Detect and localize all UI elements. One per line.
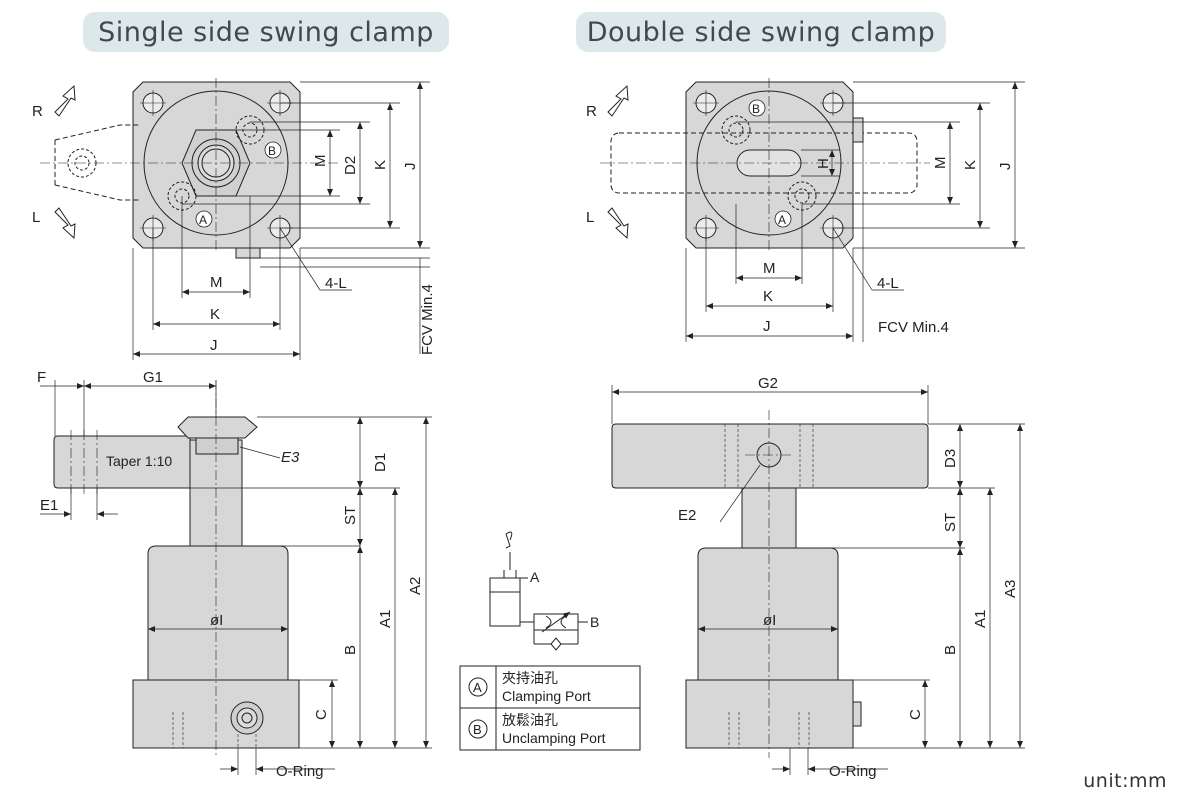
svg-text:M: M [932, 157, 949, 170]
svg-text:4-L: 4-L [877, 275, 899, 292]
svg-text:4-L: 4-L [325, 275, 347, 292]
svg-text:C: C [313, 709, 330, 720]
svg-text:ST: ST [942, 513, 959, 532]
double-port-markers: B A [748, 99, 792, 228]
double-side-view [611, 410, 929, 758]
double-side-labels: G2 E2 øI O-Ring D3 ST A1 A3 B C [678, 375, 1019, 780]
svg-text:A: A [778, 213, 786, 227]
svg-text:K: K [763, 288, 773, 305]
svg-text:D3: D3 [942, 449, 959, 468]
svg-text:øI: øI [763, 612, 776, 629]
hydraulic-circuit [489, 531, 588, 651]
svg-text:O-Ring: O-Ring [276, 763, 324, 780]
svg-text:B: B [752, 102, 760, 116]
svg-text:K: K [372, 160, 389, 170]
svg-text:R: R [586, 103, 597, 120]
svg-text:J: J [210, 337, 218, 354]
svg-text:J: J [402, 163, 419, 171]
double-top-view [600, 78, 930, 252]
svg-text:O-Ring: O-Ring [829, 763, 877, 780]
svg-text:G2: G2 [758, 375, 778, 392]
single-clamp-title: Single side swing clamp [83, 12, 449, 52]
svg-text:E1: E1 [40, 497, 58, 514]
svg-text:FCV Min.4: FCV Min.4 [878, 319, 949, 336]
svg-text:E3: E3 [281, 449, 300, 466]
svg-text:FCV Min.4: FCV Min.4 [419, 284, 436, 355]
svg-text:L: L [32, 209, 40, 226]
legend-unclamp-en: Unclamping Port [502, 730, 606, 746]
svg-text:F: F [37, 369, 46, 386]
svg-text:H: H [815, 158, 832, 169]
svg-text:B: B [942, 645, 959, 655]
svg-text:K: K [210, 306, 220, 323]
single-top-view [40, 78, 340, 259]
svg-text:A1: A1 [972, 610, 989, 628]
single-side-labels: F G1 E1 E3 Taper 1:10 øI O-Ring D1 ST A1… [37, 369, 424, 780]
svg-text:øI: øI [210, 612, 223, 629]
legend-clamp-en: Clamping Port [502, 688, 591, 704]
svg-text:A: A [530, 569, 540, 585]
double-top-labels: R L M K J 4-L FCV Min.4 H M K J [586, 103, 1014, 336]
svg-text:E2: E2 [678, 507, 696, 524]
svg-text:C: C [907, 709, 924, 720]
svg-text:B: B [590, 614, 599, 630]
svg-text:G1: G1 [143, 369, 163, 386]
legend-clamp-symbol: A [473, 680, 482, 695]
legend-unclamp-zh: 放鬆油孔 [502, 712, 558, 728]
svg-text:B: B [268, 144, 276, 158]
legend-clamp-zh: 夾持油孔 [502, 670, 558, 686]
svg-text:J: J [997, 163, 1014, 171]
single-port-markers: B A [195, 141, 282, 228]
single-side-dimensions [40, 380, 432, 775]
port-legend: A 夾持油孔 Clamping Port B 放鬆油孔 Unclamping P… [459, 665, 641, 751]
svg-text:A1: A1 [377, 610, 394, 628]
single-side-view [53, 380, 300, 758]
single-top-labels: R L M K J 4-L M D2 K J FCV Min.4 [32, 103, 436, 355]
unit-label: unit:mm [1083, 770, 1167, 792]
svg-text:A2: A2 [407, 577, 424, 595]
svg-text:L: L [586, 209, 594, 226]
svg-text:Taper 1:10: Taper 1:10 [106, 453, 172, 469]
circuit-labels: A B [530, 569, 599, 630]
svg-text:J: J [763, 318, 771, 335]
svg-text:M: M [210, 274, 223, 291]
svg-text:M: M [312, 155, 329, 168]
svg-text:A3: A3 [1002, 580, 1019, 598]
svg-text:A: A [199, 213, 207, 227]
svg-text:D1: D1 [372, 453, 389, 472]
svg-text:ST: ST [342, 506, 359, 525]
svg-text:D2: D2 [342, 156, 359, 175]
double-top-dimensions [685, 81, 1025, 342]
svg-text:B: B [342, 645, 359, 655]
single-top-dimensions [132, 81, 430, 360]
svg-text:R: R [32, 103, 43, 120]
legend-unclamp-symbol: B [473, 722, 482, 737]
svg-text:K: K [962, 160, 979, 170]
double-clamp-title: Double side swing clamp [576, 12, 946, 52]
svg-text:M: M [763, 260, 776, 277]
double-side-dimensions [611, 385, 1025, 775]
